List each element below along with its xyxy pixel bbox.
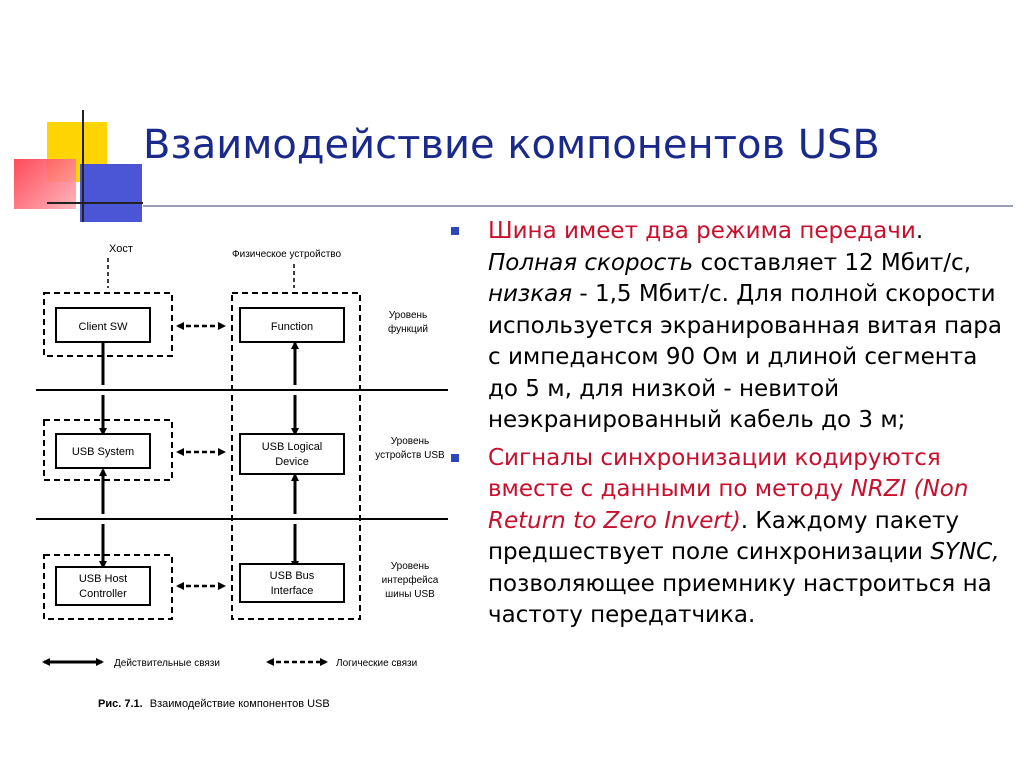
client-sw-text: Client SW xyxy=(79,321,129,333)
bullet-1-heading: Шина имеет два режима передачи xyxy=(488,218,916,244)
bullet-1-text: - 1,5 Мбит/с. Для полной скорости исполь… xyxy=(488,281,1002,433)
square-bullet-icon xyxy=(451,453,459,462)
bullet-2-text: позволяющее приемнику настроиться на час… xyxy=(488,570,992,629)
device-label: Физическое устройство xyxy=(232,249,341,260)
caption-text: Взаимодействие компонентов USB xyxy=(150,698,330,710)
logical-device-text-2: Device xyxy=(275,456,309,468)
bus-interface-block xyxy=(239,563,345,603)
caption-prefix: Рис. 7.1. xyxy=(98,698,143,710)
client-sw-frame xyxy=(43,292,173,357)
function-block xyxy=(239,307,345,343)
host-controller-text-2: Controller xyxy=(79,588,127,600)
deco-horizontal-line xyxy=(47,202,143,204)
host-controller-block xyxy=(55,566,151,606)
bullet-item: Шина имеет два режима передачи. Полная с… xyxy=(451,216,1011,437)
legend-actual-text: Действительные связи xyxy=(114,658,220,669)
client-sw-block xyxy=(55,307,151,343)
figure-caption: Рис. 7.1. Взаимодействие компонентов USB xyxy=(98,698,330,710)
device-frame xyxy=(231,292,361,620)
bullet-1-italic-low: низкая xyxy=(488,281,573,307)
level-bus-3: шины USB xyxy=(385,589,435,600)
bullet-1-italic-full-speed: Полная скорость xyxy=(488,249,694,276)
function-text: Function xyxy=(271,321,313,333)
bullet-list: Шина имеет два режима передачи. Полная с… xyxy=(451,216,1011,638)
bullet-item: Сигналы синхронизации кодируются вместе … xyxy=(451,443,1011,632)
host-controller-frame xyxy=(43,554,173,620)
deco-vertical-line xyxy=(82,110,84,222)
level-bus-2: интерфейса xyxy=(382,574,439,586)
logical-device-block xyxy=(239,433,345,475)
bullet-2-sync: SYNC, xyxy=(930,539,1000,565)
bus-interface-text-2: Interface xyxy=(271,585,314,597)
level-function-2: функций xyxy=(388,323,428,335)
bullet-1-text: составляет 12 Мбит/с, xyxy=(693,249,972,276)
host-label: Хост xyxy=(109,243,133,255)
bullet-2-heading: Сигналы синхронизации кодируются вместе … xyxy=(488,444,941,503)
square-bullet-icon xyxy=(451,227,459,235)
legend-logical-text: Логические связи xyxy=(336,658,417,669)
level-device-2: устройств USB xyxy=(375,450,445,461)
level-function-1: Уровень xyxy=(389,310,428,321)
level-bus-1: Уровень xyxy=(391,561,430,572)
logical-device-text-1: USB Logical xyxy=(262,441,323,453)
level-device-1: Уровень xyxy=(391,436,430,447)
usb-diagram: Хост Физическое устройство Client SW Fun… xyxy=(36,243,448,710)
host-controller-text-1: USB Host xyxy=(79,573,127,585)
bullet-2-text: . Каждому пакету предшествует поле синхр… xyxy=(488,507,959,566)
deco-blue-square xyxy=(80,164,142,222)
slide-title: Взаимодействие компонентов USB xyxy=(143,122,880,168)
usb-system-block xyxy=(55,433,151,469)
bullet-2-nrzi: NRZI (Non Return to Zero Invert) xyxy=(488,476,969,534)
bullet-1-text: . xyxy=(915,218,924,244)
deco-red-square xyxy=(14,159,76,209)
usb-system-frame xyxy=(43,419,173,481)
usb-system-text: USB System xyxy=(72,446,134,458)
bus-interface-text-1: USB Bus xyxy=(270,570,315,582)
title-divider xyxy=(143,205,1013,207)
